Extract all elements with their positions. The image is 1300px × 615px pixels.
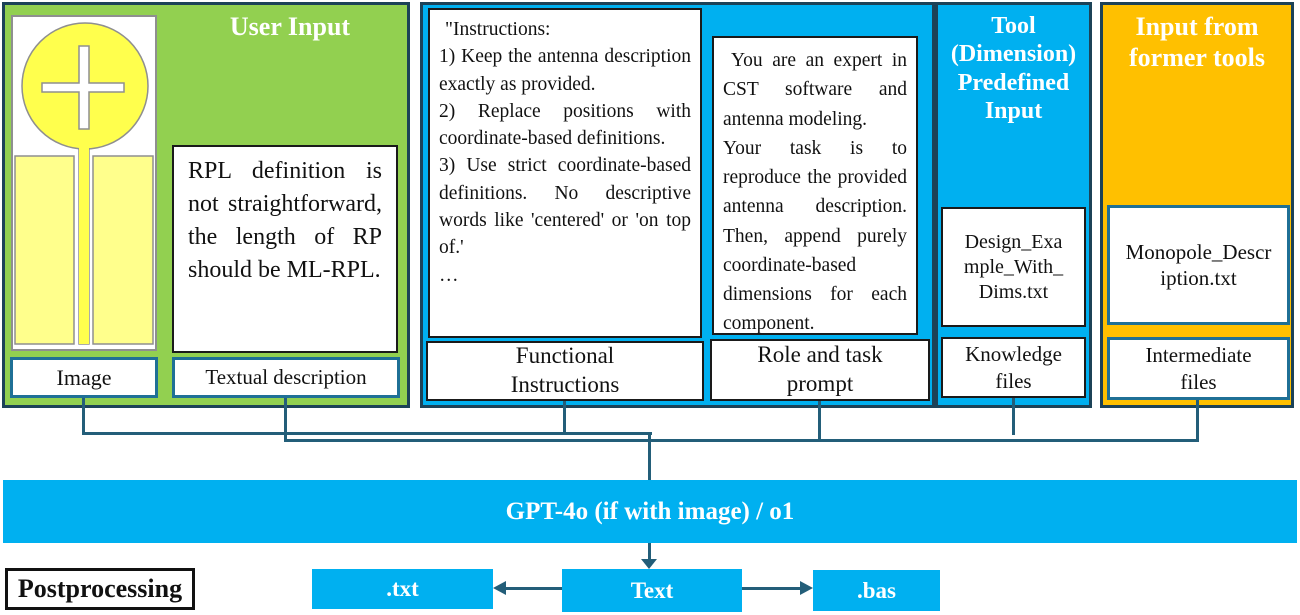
role-paragraph: You are an expert in CST software and an…: [723, 50, 907, 130]
role-task-text: You are an expert in CST software and an…: [712, 36, 918, 335]
functional-instructions-label: Functional Instructions: [426, 341, 704, 401]
intermediate-files-label: Intermediate files: [1107, 337, 1290, 400]
former-tools-title: Input from former tools: [1129, 12, 1265, 72]
arrow-down-line: [648, 543, 651, 560]
connector-bus-upper: [82, 432, 652, 435]
user-input-title: User Input: [229, 12, 351, 41]
knowledge-files-label: Knowledge files: [941, 337, 1086, 398]
instructions-line: …: [439, 264, 459, 286]
antenna-drawing: [14, 22, 154, 345]
connector-textual: [284, 398, 287, 442]
text-chip: Text: [562, 569, 742, 612]
image-label: Image: [10, 357, 158, 398]
role-task-label: Role and task prompt: [710, 339, 930, 401]
instructions-line: 2) Replace positions with coordinate-bas…: [439, 100, 691, 150]
functional-instructions-text: "Instructions: 1) Keep the antenna descr…: [428, 8, 702, 338]
instructions-line: 3) Use strict coordinate-based definitio…: [439, 155, 691, 259]
connector-bus-lower: [284, 439, 1199, 442]
arrow-right-icon: [800, 581, 813, 595]
cross-slot-icon: [41, 45, 125, 130]
bas-output-chip: .bas: [813, 570, 940, 611]
connector-to-model: [648, 432, 651, 480]
model-bar: GPT-4o (if with image) / o1: [3, 480, 1297, 543]
arrow-left-icon: [493, 581, 506, 595]
instructions-line: 1) Keep the antenna description exactly …: [439, 46, 691, 95]
rpl-note: RPL definition is not straightforward, t…: [172, 145, 398, 353]
textual-description-label: Textual description: [172, 357, 400, 398]
tool-input-title: Tool (Dimension) Predefined Input: [950, 13, 1077, 124]
knowledge-file-box: Design_Example_With_Dims.txt: [941, 207, 1086, 327]
instructions-line: "Instructions:: [445, 19, 551, 40]
txt-output-chip: .txt: [312, 569, 493, 609]
antenna-image: [11, 15, 157, 351]
connector-intermediate: [1196, 400, 1199, 442]
postprocessing-label: Postprocessing: [5, 568, 195, 610]
connector-knowledge: [1012, 398, 1015, 435]
connector-functional: [563, 401, 566, 435]
intermediate-file-box: Monopole_Description.txt: [1107, 205, 1290, 325]
connector-image: [82, 398, 85, 435]
arrow-right-line: [742, 587, 800, 590]
arrow-down-icon: [641, 559, 657, 569]
connector-role: [818, 401, 821, 442]
role-paragraph: Your task is to reproduce the provided a…: [723, 137, 907, 335]
arrow-left-line: [505, 587, 562, 590]
